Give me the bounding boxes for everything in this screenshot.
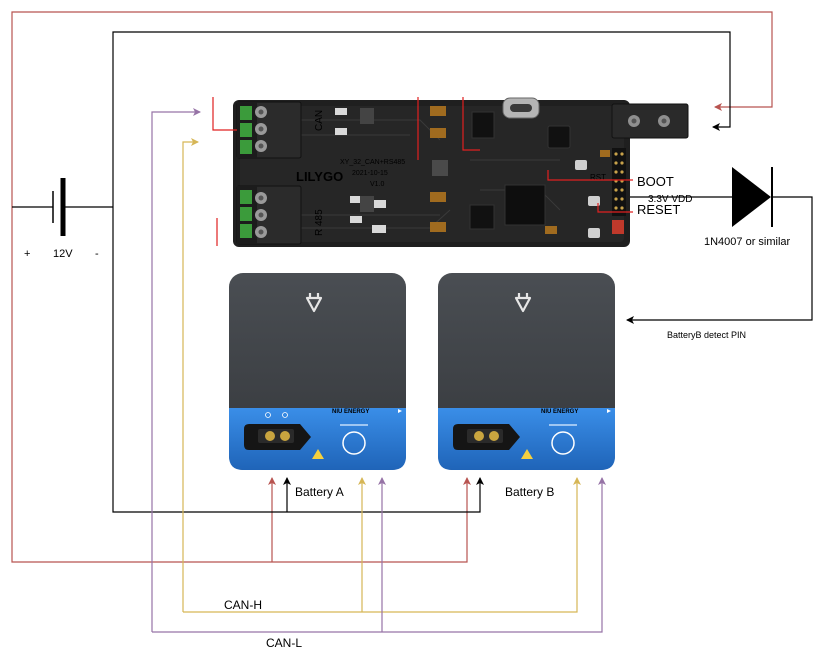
negative-wire (112, 31, 731, 207)
battery-b-label: Battery B (505, 485, 554, 499)
can-h-bus (183, 477, 581, 613)
power-source (12, 178, 113, 236)
rs485-terminal: R 485 (236, 185, 325, 245)
diode-label: 1N4007 or similar (704, 236, 791, 248)
board-model: XY_32_CAN+RS485 (340, 159, 405, 166)
positive-wire (11, 11, 773, 207)
rs485-port-label: R 485 (314, 209, 325, 236)
diode-symbol (732, 167, 773, 227)
can-h-wire (182, 138, 199, 612)
battery-a-button (342, 431, 366, 455)
detect-label: BatteryB detect PIN (667, 330, 746, 340)
battery-a-label: Battery A (295, 485, 344, 499)
vdd-label: 3.3V VDD (648, 194, 692, 205)
reset-label: RESET (637, 202, 680, 217)
detect-wire (626, 196, 813, 324)
board-brand: LILYGO (296, 169, 343, 184)
battery-a: NIU ENERGY (229, 273, 406, 470)
battery-b: NIU ENERGY (438, 273, 615, 470)
can-l-wire (151, 108, 201, 632)
battery-b-connector (453, 424, 533, 459)
boot-label: BOOT (637, 174, 674, 189)
negative-wire-batteries (112, 207, 484, 513)
can-port-label: CAN (314, 110, 325, 131)
can-l-label: CAN-L (266, 636, 302, 650)
plus-label: + (24, 248, 30, 260)
board-date: 2021-10-15 (352, 170, 388, 177)
can-h-label: CAN-H (224, 598, 262, 612)
battery-a-brand: NIU ENERGY (332, 409, 369, 415)
positive-wire-batteries (11, 207, 471, 563)
can-l-bus (152, 477, 606, 633)
minus-label: - (95, 248, 99, 260)
lilygo-board: CAN R 485 (212, 97, 689, 247)
battery-a-connector (244, 424, 324, 459)
board-version: V1.0 (370, 181, 385, 188)
battery-b-brand: NIU ENERGY (541, 409, 578, 415)
battery-b-button (551, 431, 575, 455)
voltage-label: 12V (53, 248, 73, 260)
rst-silkscreen: RST (590, 173, 606, 182)
